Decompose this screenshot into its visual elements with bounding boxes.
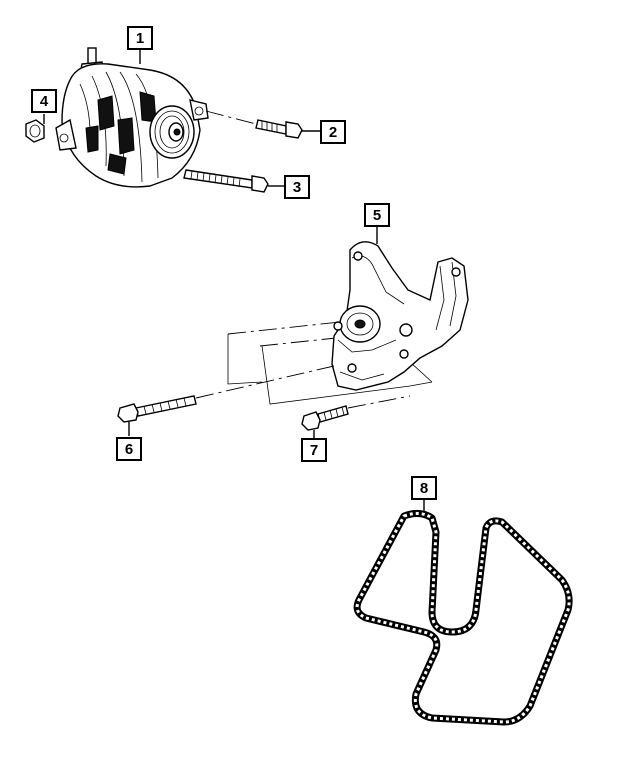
callout-5[interactable]: 5 (364, 203, 390, 227)
callout-3[interactable]: 3 (284, 175, 310, 199)
bolt-6 (117, 365, 335, 436)
bolt-long (183, 169, 284, 193)
alternator (55, 47, 209, 188)
nut (25, 114, 45, 143)
bolt-short (205, 110, 320, 139)
serpentine-belt (353, 498, 573, 726)
callout-2[interactable]: 2 (320, 120, 346, 144)
callout-4[interactable]: 4 (31, 89, 57, 113)
callout-8[interactable]: 8 (411, 476, 437, 500)
bracket (227, 226, 469, 405)
callout-1[interactable]: 1 (127, 26, 153, 50)
bolt-7 (301, 395, 411, 438)
callout-6[interactable]: 6 (116, 437, 142, 461)
callout-7[interactable]: 7 (301, 438, 327, 462)
